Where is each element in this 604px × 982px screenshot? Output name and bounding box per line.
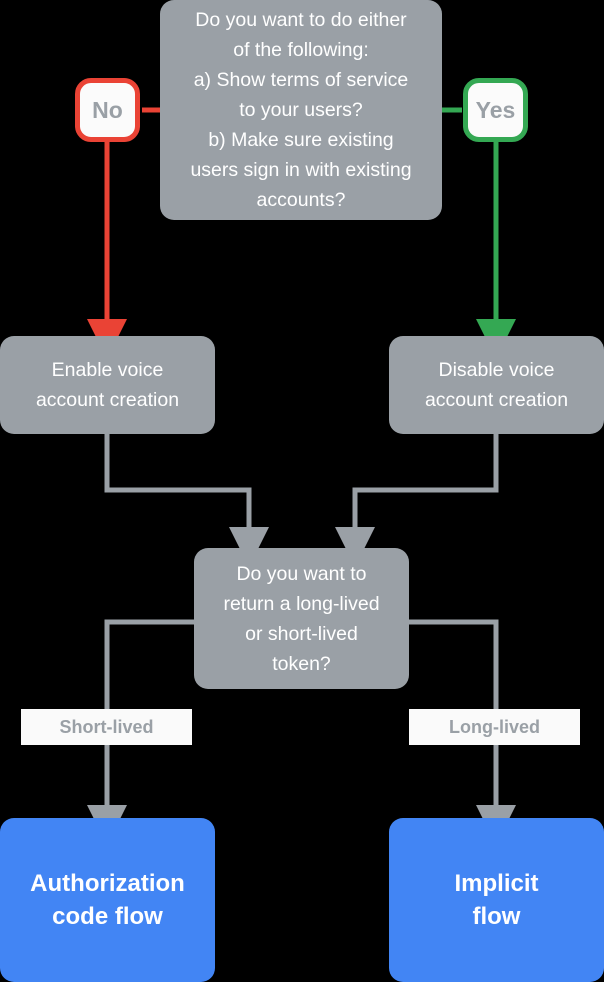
edge-label-short-lived: Short-lived [21,709,192,745]
node-enable-voice-label: Enable voice account creation [35,359,180,411]
node-top-decision[interactable]: Do you want to do either of the followin… [160,0,442,220]
node-enable-voice-account-creation[interactable]: Enable voice account creation [0,336,215,434]
node-disable-voice-label: Disable voice account creation [424,359,569,411]
node-implicit-flow-label: Implicit flow [454,870,539,930]
connector-enable-voice-to-token-decision [104,434,269,567]
node-top-decision-label: Do you want to do either of the followin… [190,9,412,211]
node-authorization-code-flow-label: Authorization code flow [30,870,185,930]
node-token-decision[interactable]: Do you want to return a long-lived or sh… [194,548,409,689]
badge-yes-label: Yes [475,96,516,123]
connector-disable-voice-to-token-decision [335,434,499,567]
badge-yes[interactable]: Yes [463,78,528,142]
node-implicit-flow[interactable]: Implicit flow [389,818,604,982]
badge-no-label: No [92,96,123,123]
edge-label-short-lived-text: Short-lived [59,716,154,737]
edge-label-long-lived: Long-lived [409,709,580,745]
node-token-decision-label: Do you want to return a long-lived or sh… [223,562,380,675]
node-disable-voice-account-creation[interactable]: Disable voice account creation [389,336,604,434]
badge-no[interactable]: No [75,78,140,142]
node-authorization-code-flow[interactable]: Authorization code flow [0,818,215,982]
edge-label-long-lived-text: Long-lived [449,716,540,737]
